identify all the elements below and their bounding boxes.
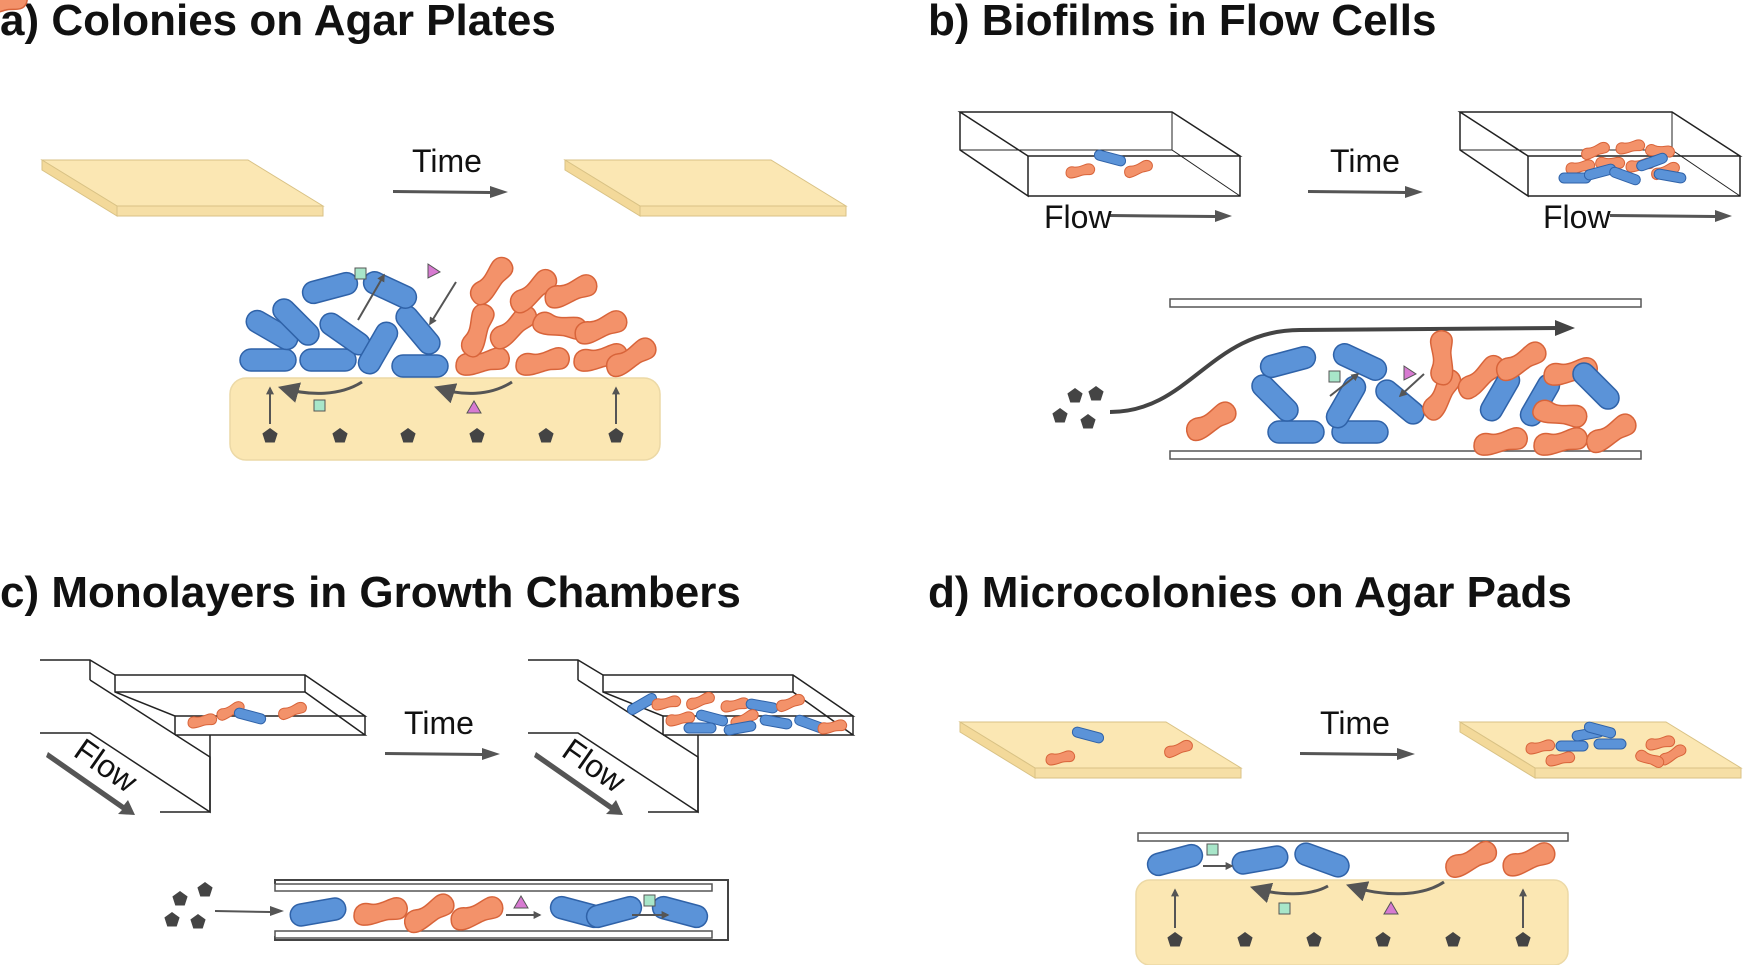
panel-b: Flow Time Flow [0,0,1743,460]
panel-c: Flow Time [40,659,856,941]
channel-bottom-wall [1169,450,1642,460]
flow-label: Flow [1543,199,1611,235]
time-arrow [385,748,500,760]
agar-pad-slab [1135,879,1569,965]
time-arrow [393,186,508,198]
agar-plate-after [563,159,848,217]
panel-d: Time [958,705,1743,965]
panel-a: Time [40,143,848,461]
agar-pad-before [958,721,1243,779]
agar-plate-before [40,159,325,217]
chamber-cross-section [164,879,729,941]
flow-label: Flow [556,731,633,800]
growth-chamber-before [40,659,368,814]
panel-c-title: c) Monolayers in Growth Chambers [0,568,741,617]
flow-label: Flow [1044,199,1112,235]
panel-b-title: b) Biofilms in Flow Cells [928,0,1437,45]
coverslip [1137,832,1569,842]
time-arrow [1300,748,1415,760]
time-label: Time [1330,143,1400,179]
time-arrow [1308,186,1423,198]
nutrient-cluster [1052,386,1104,429]
panel-a-title: a) Colonies on Agar Plates [0,0,556,45]
time-label: Time [1320,705,1390,741]
panel-d-title: d) Microcolonies on Agar Pads [928,568,1572,617]
flow-cell-before [957,111,1243,198]
time-label: Time [404,705,474,741]
orange-colony [451,252,662,380]
time-label: Time [412,143,482,179]
blue-colony [239,267,449,379]
biofilm-small [1558,139,1688,187]
flow-label: Flow [68,731,145,800]
channel-top-wall [1169,298,1642,308]
growth-chamber-after [528,659,856,814]
